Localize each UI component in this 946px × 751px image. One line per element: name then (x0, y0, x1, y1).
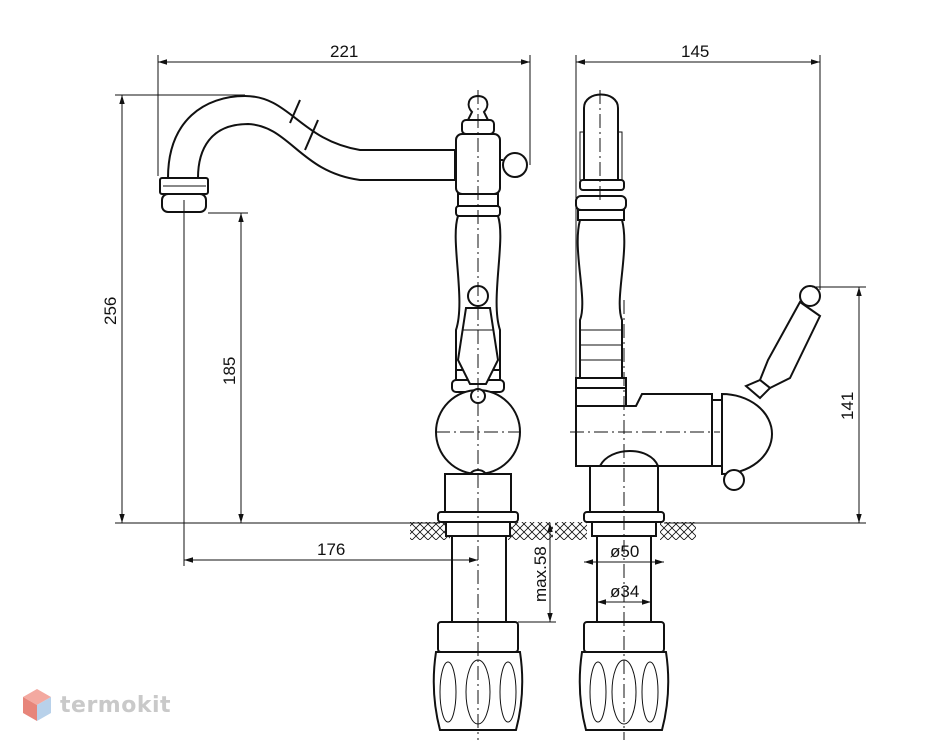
countertop-hatch-right (508, 522, 553, 540)
handle-lever-side (758, 300, 822, 390)
handle-lever-front (456, 307, 500, 385)
cube-logo-icon (23, 689, 51, 721)
handle-knob-side (799, 285, 821, 307)
countertop-hatch-left (410, 522, 450, 540)
dim-221: 221 (330, 42, 358, 61)
termokit-watermark: termokit (22, 688, 171, 722)
countertop-hatch-side-right (660, 522, 696, 540)
watermark-text: termokit (60, 692, 172, 718)
mixer-sphere-side (721, 392, 773, 476)
shank-front (451, 535, 507, 623)
dim-256: 256 (101, 297, 120, 325)
dim-dia34: ø34 (610, 582, 639, 601)
dim-max58: max.58 (531, 546, 550, 602)
spout-cap (502, 152, 528, 178)
column-body-side (576, 219, 626, 379)
dim-141: 141 (838, 392, 857, 420)
dim-dia50: ø50 (610, 542, 639, 561)
spout (166, 94, 456, 181)
side-view (555, 90, 822, 740)
dim-145: 145 (681, 42, 709, 61)
countertop-hatch-side-left (555, 522, 587, 540)
spout-side (583, 93, 619, 181)
dimension-labels: 221 145 256 185 176 141 max.58 ø50 ø34 (101, 42, 857, 602)
dim-185: 185 (220, 357, 239, 385)
dim-176: 176 (317, 540, 345, 559)
front-view (159, 90, 553, 740)
dimension-lines (115, 55, 866, 623)
